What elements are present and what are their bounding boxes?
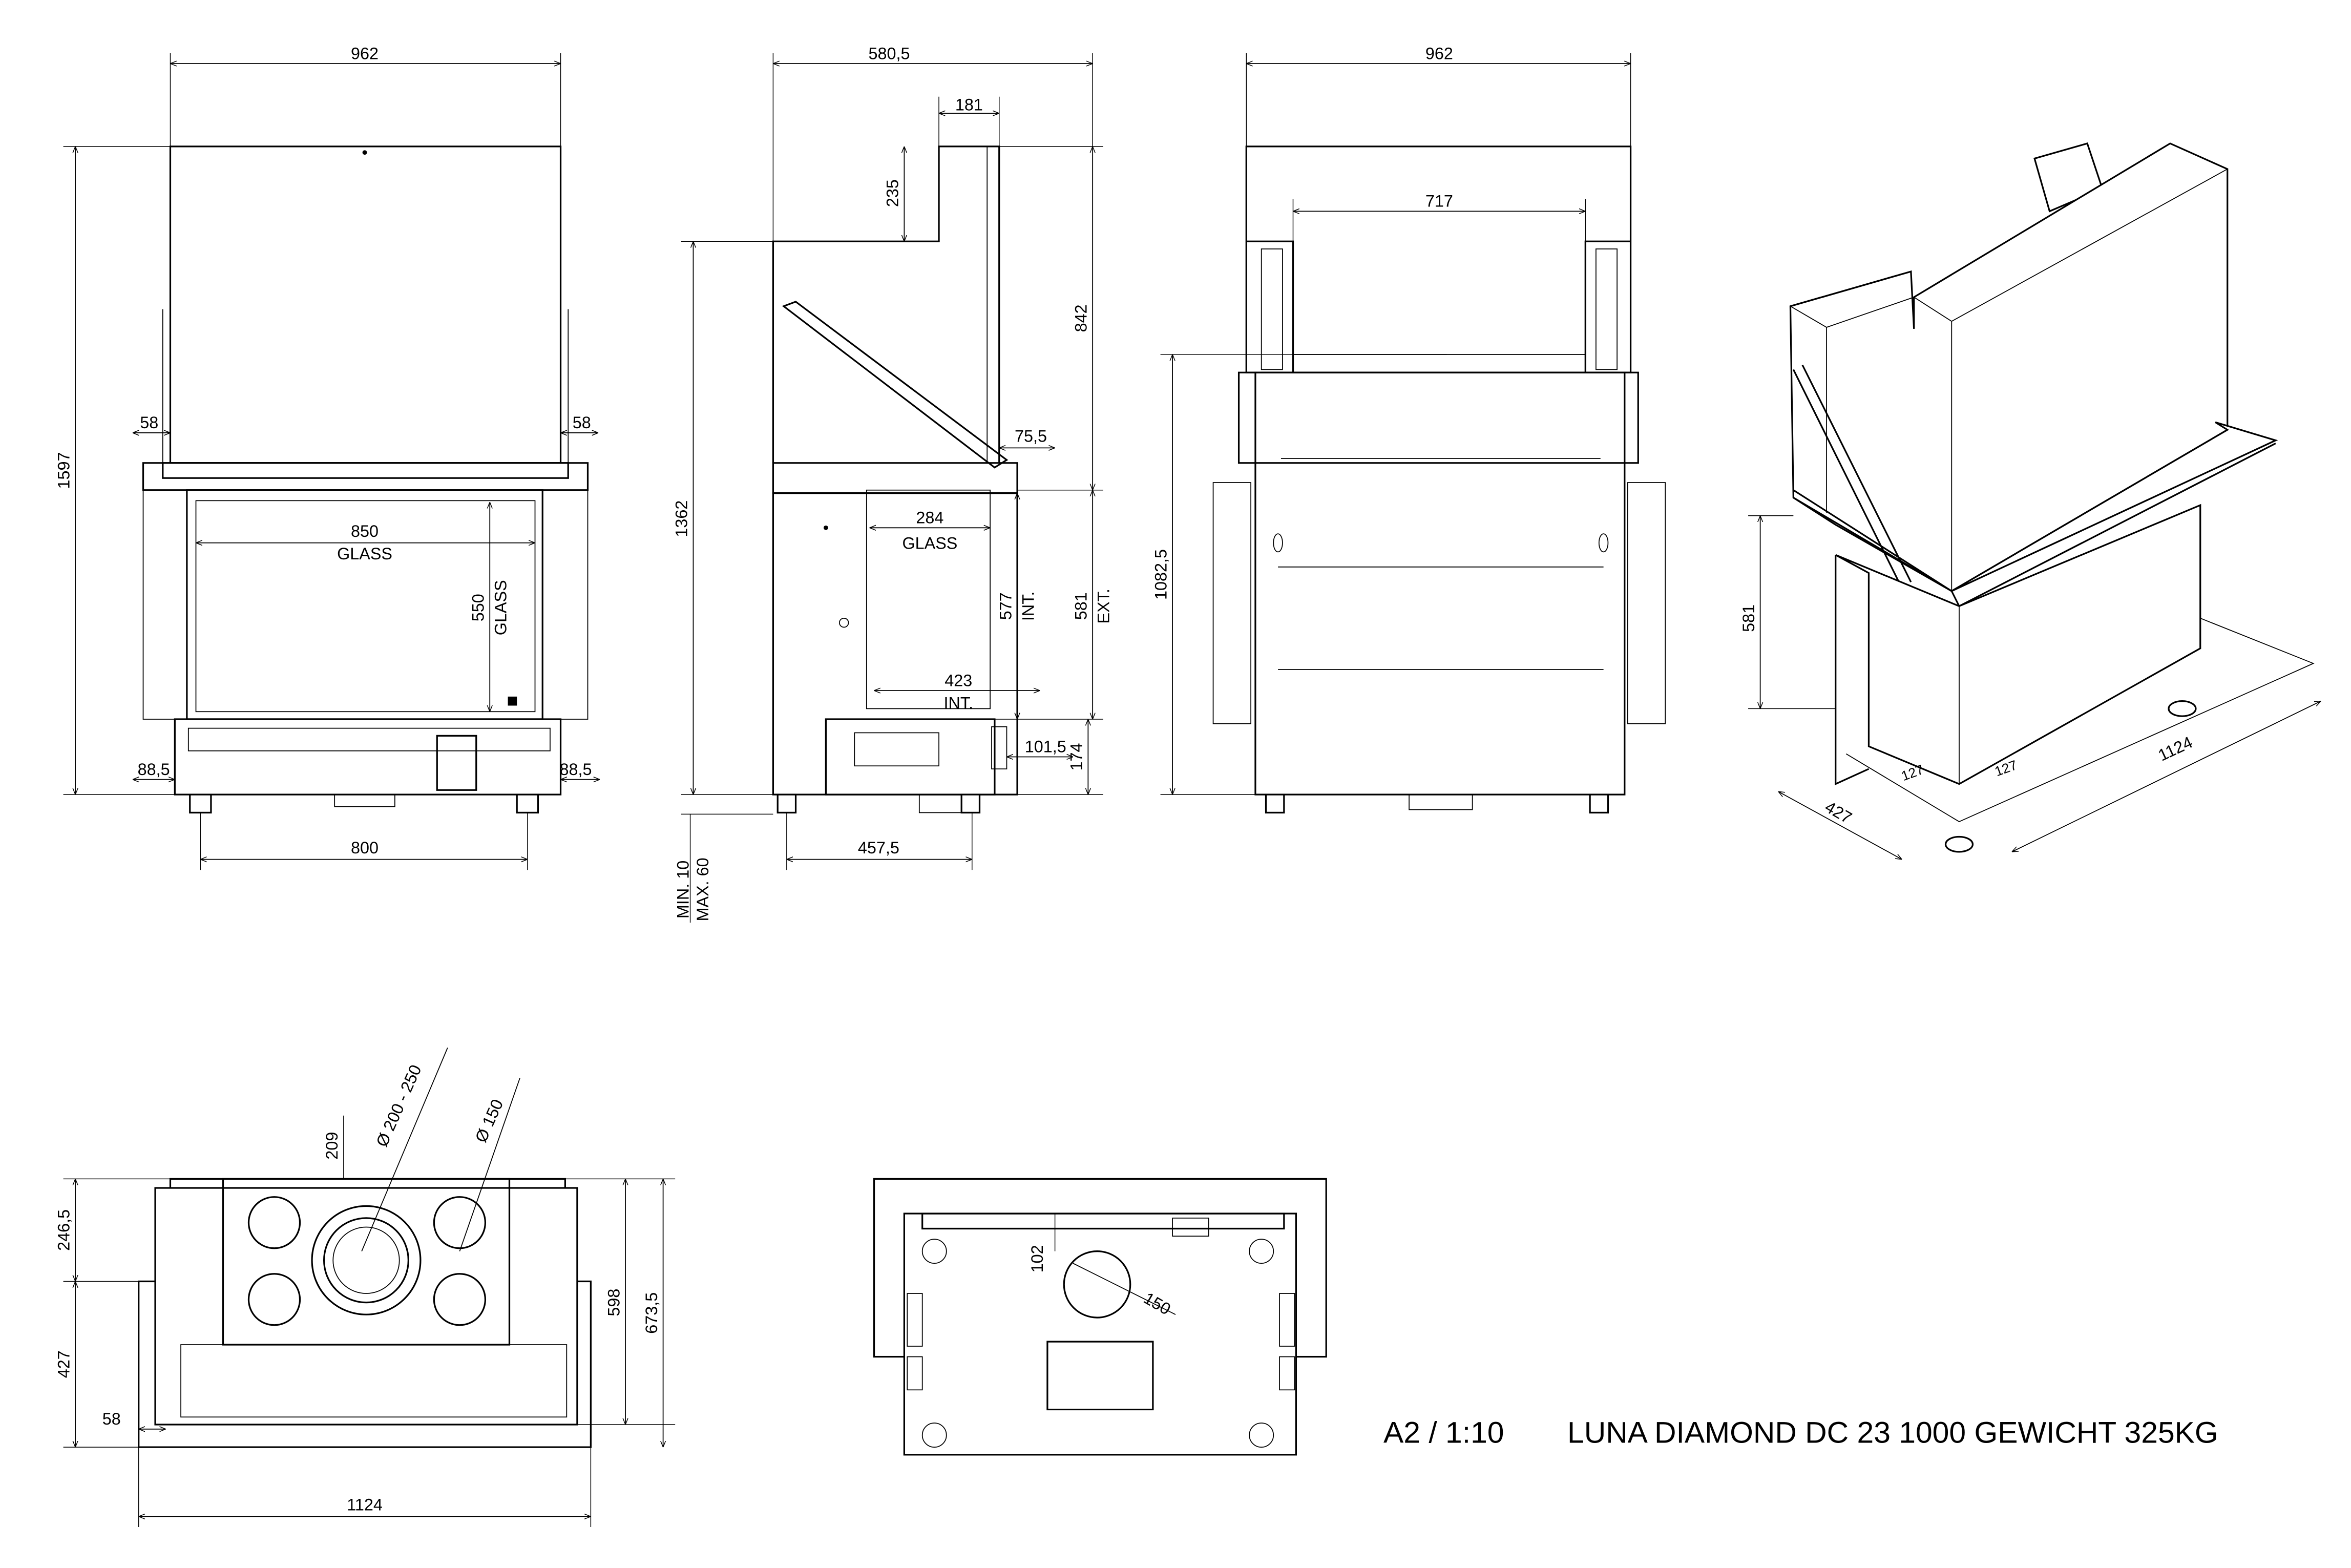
dim-depth-b: 673,5 [642, 1292, 661, 1334]
dim-front-height: 1597 [54, 452, 73, 489]
int-height-label: INT. [1019, 592, 1037, 621]
front-view: 962 1597 58 58 850 GLASS 550 GLASS 88,5 … [54, 44, 600, 870]
dim-base-height: 1362 [673, 500, 691, 537]
dim-side-right: 58 [573, 413, 591, 432]
dim-rear-depth: 246,5 [54, 1209, 73, 1251]
dim-side-left: 58 [140, 413, 158, 432]
leg-min: MIN. 10 [674, 861, 692, 918]
bottom-view: 102 150 [873, 1178, 1327, 1456]
glass-width-label: GLASS [337, 545, 392, 563]
dim-side-feet: 457,5 [858, 839, 899, 857]
dim-upper-height: 842 [1072, 304, 1090, 332]
dim-int-height: 577 [996, 592, 1015, 620]
dim-side-depth: 580,5 [868, 44, 910, 62]
drawing-scale: A2 / 1:10 [1383, 1416, 1504, 1449]
glass-height-label: GLASS [492, 580, 510, 635]
dim-top-step: 235 [884, 179, 902, 207]
ext-height-label: EXT. [1095, 589, 1113, 623]
dim-glass-height: 550 [469, 594, 487, 621]
dim-lip: 75,5 [1015, 427, 1047, 446]
dim-top-offset: 209 [323, 1132, 341, 1160]
dim-glass-width: 850 [351, 522, 379, 540]
dim-plinth-height: 174 [1067, 743, 1086, 771]
dim-bottom-offset: 102 [1028, 1245, 1046, 1272]
dim-top-side: 58 [102, 1410, 121, 1428]
dim-top-offset: 181 [955, 95, 983, 114]
int-depth-label: INT. [944, 694, 974, 712]
dim-front-width: 962 [351, 44, 379, 62]
dim-feet-spacing: 800 [351, 839, 379, 857]
back-view: 962 717 1082,5 [1151, 44, 1666, 814]
leg-max: MAX. 60 [694, 858, 712, 921]
dim-front-depth: 427 [54, 1350, 73, 1378]
dim-duct-offset: 101,5 [1025, 738, 1066, 756]
dim-back-width: 962 [1425, 44, 1453, 62]
dim-ext-height: 581 [1072, 592, 1090, 620]
isometric-view: 581 1124 427 127 127 [1739, 142, 2321, 860]
dim-iso-height: 581 [1739, 604, 1758, 632]
dim-depth-a: 598 [604, 1289, 623, 1316]
side-glass-label: GLASS [902, 534, 957, 553]
dim-int-depth: 423 [944, 671, 972, 689]
dim-back-inner: 717 [1425, 192, 1453, 211]
dim-top-width: 1124 [347, 1496, 383, 1514]
dim-base-left: 88,5 [138, 760, 170, 779]
title-block: A2 / 1:10 LUNA DIAMOND DC 23 1000 GEWICH… [1383, 1416, 2218, 1449]
side-view: 580,5 181 235 842 1362 75,5 284 GLASS 57… [673, 44, 1113, 923]
drawing-title: LUNA DIAMOND DC 23 1000 GEWICHT 325KG [1567, 1416, 2218, 1449]
dim-side-glass: 284 [916, 508, 943, 527]
dim-back-height: 1082,5 [1151, 549, 1170, 600]
dim-base-right: 88,5 [559, 760, 592, 779]
